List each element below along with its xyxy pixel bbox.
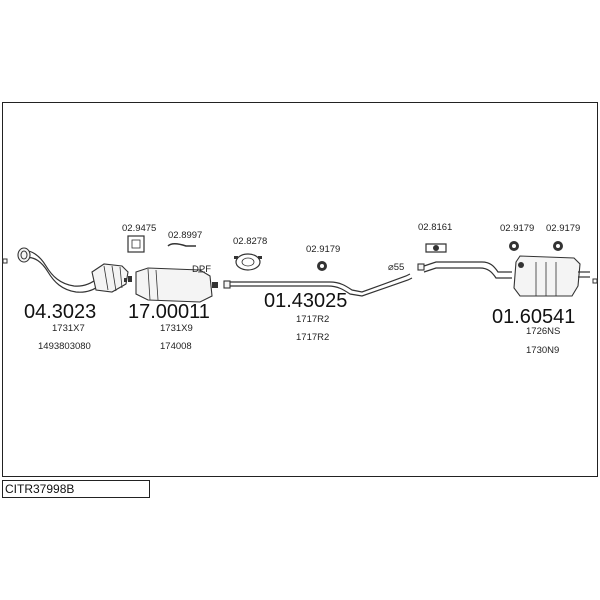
- diagram-frame: [2, 102, 598, 477]
- hook-clip-icon[interactable]: [167, 242, 196, 247]
- rear-silencer-part[interactable]: [417, 255, 590, 297]
- rubber-mount-icon[interactable]: [553, 241, 563, 251]
- hanger-bracket-icon[interactable]: [425, 243, 447, 253]
- part-number: 17.00011: [128, 301, 210, 323]
- dpf-label: DPF: [192, 264, 211, 275]
- accessory-code: 02.8278: [233, 236, 267, 247]
- reference-code: CITR37998B: [2, 480, 150, 498]
- part-number: 01.43025: [264, 290, 347, 312]
- gasket-square-icon[interactable]: [127, 235, 145, 253]
- clamp-ring-icon[interactable]: [234, 253, 262, 271]
- sub-code: 174008: [160, 341, 192, 352]
- accessory-code: 02.9179: [500, 223, 534, 234]
- accessory-code: 02.8997: [168, 230, 202, 241]
- part-number: 01.60541: [492, 306, 575, 328]
- sub-code: 1493803080: [38, 341, 91, 352]
- sub-code: 1731X9: [160, 323, 193, 334]
- rubber-mount-icon[interactable]: [317, 261, 327, 271]
- accessory-code: 02.8161: [418, 222, 452, 233]
- sub-code: 1731X7: [52, 323, 85, 334]
- diameter-label: ⌀55: [388, 262, 404, 273]
- catalytic-converter-part[interactable]: [17, 247, 132, 293]
- part-number: 04.3023: [24, 301, 96, 323]
- rear-end-marker: [592, 278, 598, 284]
- accessory-code: 02.9475: [122, 223, 156, 234]
- front-end-marker: [2, 258, 8, 264]
- accessory-code: 02.9179: [306, 244, 340, 255]
- centre-pipe-part[interactable]: [223, 273, 413, 297]
- accessory-code: 02.9179: [546, 223, 580, 234]
- sub-code: 1730N9: [526, 345, 559, 356]
- particulate-filter-part[interactable]: [124, 267, 218, 303]
- sub-code: 1717R2: [296, 332, 329, 343]
- rubber-mount-icon[interactable]: [509, 241, 519, 251]
- sub-code: 1726NS: [526, 326, 560, 337]
- sub-code: 1717R2: [296, 314, 329, 325]
